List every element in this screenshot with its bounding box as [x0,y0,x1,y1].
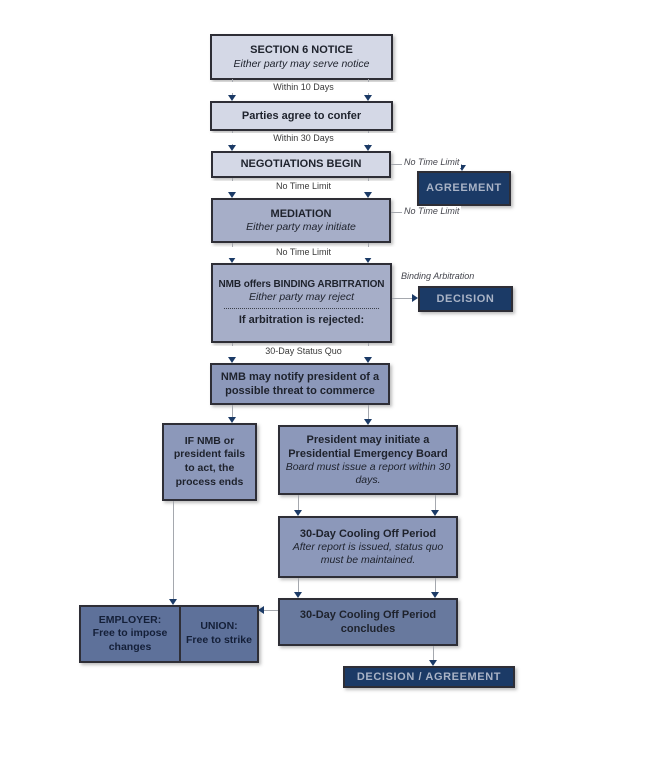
box-title: President may initiate a Presidential Em… [288,433,448,460]
box-title: NEGOTIATIONS BEGIN [240,158,362,171]
box-title: 30-Day Cooling Off Period concludes [299,608,437,635]
connector-line [392,298,412,299]
box-decision: DECISION [418,286,513,312]
arrow-down-icon [228,192,236,198]
connector-line [173,501,174,599]
label-within-10-days: Within 10 Days [210,82,397,93]
box-title: DECISION [436,292,495,305]
cell-title: EMPLOYER: [98,613,162,626]
box-cooling-off-period: 30-Day Cooling Off Period After report i… [278,516,458,578]
cell-text: Free to impose changes [92,627,168,653]
box-parties-confer: Parties agree to confer [210,101,393,131]
cell-text: Free to strike [186,634,252,646]
box-title: NMB offers BINDING ARBITRATION [218,279,385,291]
connector-line [298,495,299,510]
arrow-down-icon [228,357,236,363]
connector-line [298,578,299,592]
label-no-time-limit-1: No Time Limit [210,181,397,192]
arrow-down-icon [431,510,439,516]
box-presidential-emergency-board: President may initiate a Presidential Em… [278,425,458,495]
label-30-day-status-quo: 30-Day Status Quo [210,346,397,357]
arrow-down-icon [431,592,439,598]
arrow-down-icon [364,357,372,363]
box-subtitle: After report is issued, status quo must … [292,541,444,567]
arrow-down-icon [364,95,372,101]
arrow-down-icon [458,165,466,171]
label-no-time-limit-agreement-bottom: No Time Limit [402,206,462,217]
box-title: Parties agree to confer [241,109,362,122]
box-title: SECTION 6 NOTICE [250,44,353,57]
arrow-down-icon [364,145,372,151]
box-subtitle: Either party may reject [248,291,355,304]
arrow-down-icon [294,592,302,598]
box-agreement: AGREEMENT [417,171,511,206]
box-employer-union: EMPLOYER: Free to impose changes UNION: … [79,605,259,663]
arrow-right-icon [412,294,418,302]
connector-line [433,646,434,660]
box-title: MEDIATION [270,207,332,220]
box-footer: If arbitration is rejected: [238,314,365,327]
cell-employer: EMPLOYER: Free to impose changes [81,607,179,661]
arrow-down-icon [364,419,372,425]
box-title: IF NMB or president fails to act, the pr… [173,434,246,488]
box-subtitle: Board must issue a report within 30 days… [285,461,451,487]
box-decision-agreement: DECISION / AGREEMENT [343,666,515,688]
box-negotiations-begin: NEGOTIATIONS BEGIN [211,151,391,178]
box-section6-notice: SECTION 6 NOTICE Either party may serve … [210,34,393,80]
label-no-time-limit-agreement-top: No Time Limit [402,157,462,168]
arrow-down-icon [228,95,236,101]
label-within-30-days: Within 30 Days [210,133,397,144]
connector-line [368,405,369,419]
arrow-down-icon [169,599,177,605]
dotted-divider [223,308,380,310]
label-binding-arbitration: Binding Arbitration [399,271,477,282]
arrow-down-icon [429,660,437,666]
box-binding-arbitration: NMB offers BINDING ARBITRATION Either pa… [211,263,392,343]
box-cooling-off-concludes: 30-Day Cooling Off Period concludes [278,598,458,646]
connector-line [435,495,436,510]
cell-title: UNION: [200,620,238,633]
arrow-left-icon [258,606,264,614]
box-nmb-notify-president: NMB may notify president of a possible t… [210,363,390,405]
arrow-down-icon [228,145,236,151]
box-subtitle: Either party may initiate [246,221,356,234]
arrow-down-icon [228,257,236,263]
box-subtitle: Either party may serve notice [233,57,370,70]
box-title: NMB may notify president of a possible t… [220,370,380,397]
arrow-down-icon [294,510,302,516]
box-title: AGREEMENT [426,182,502,195]
connector-line [262,610,278,611]
cell-union: UNION: Free to strike [179,607,257,661]
arrow-down-icon [364,192,372,198]
connector-line [435,578,436,592]
box-mediation: MEDIATION Either party may initiate [211,198,391,243]
box-title: 30-Day Cooling Off Period [299,527,437,540]
arrow-down-icon [364,257,372,263]
connector-line [232,405,233,417]
box-title: DECISION / AGREEMENT [356,670,502,683]
arrow-down-icon [228,417,236,423]
label-no-time-limit-2: No Time Limit [210,247,397,258]
box-process-ends: IF NMB or president fails to act, the pr… [162,423,257,501]
